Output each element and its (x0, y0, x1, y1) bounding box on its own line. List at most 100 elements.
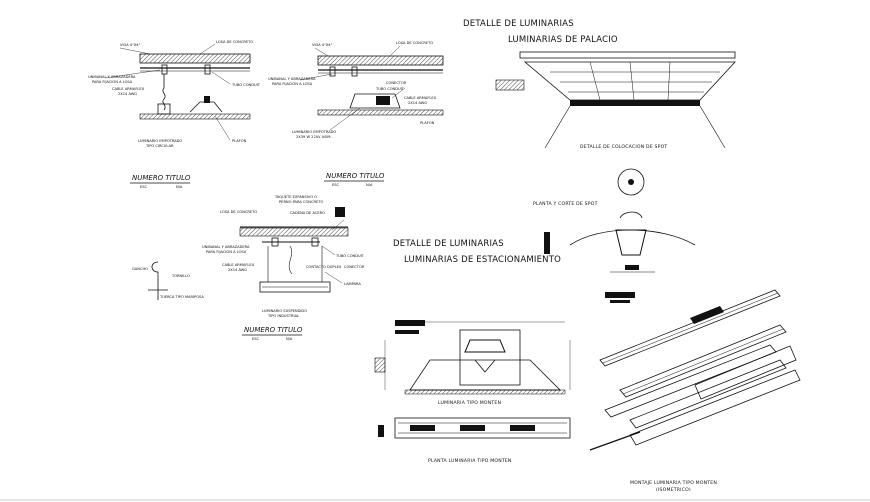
spot-section-top (619, 211, 643, 219)
section-b-losa-label: LOSA DE CONCRETO (396, 41, 433, 45)
section-a-cable-label: CABLE ARMAFLEX (112, 87, 145, 91)
section-c-cable-sub: 2X14 AWG (228, 268, 247, 272)
spot-section (544, 211, 696, 303)
section-b-leader-5 (329, 107, 361, 131)
monten-plan-lamp-1 (410, 425, 435, 431)
section-a-detail: VIGA 4"X4" LOSA DE CONCRETO UNIBANAL Y A… (88, 40, 261, 189)
section-b-detail: VIGA 4"X4" LOSA DE CONCRETO UNIBANAL Y A… (268, 41, 444, 187)
section-c-luminario-label: LUMINARIO SUSPENDIDO (262, 309, 307, 313)
section-c-leader-3 (324, 271, 343, 284)
section-a-na: N/A (176, 185, 183, 189)
section-b-tubo-label: TUBO CONDUIT (375, 87, 405, 91)
monten-iso-sub: (ISOMETRICO) (656, 487, 691, 493)
section-c-title: NUMERO TITULO (244, 326, 303, 334)
section-a-box (157, 103, 171, 115)
section-b-esc: ESC (332, 183, 340, 187)
section-a-unibanal-sub: PARA FIJACION A LOSA (92, 80, 133, 84)
estacionamiento-title: DETALLE DE LUMINARIAS (393, 239, 504, 249)
section-b-leader-3 (299, 73, 333, 81)
section-b-clamp-2 (351, 66, 358, 77)
palacio-coffer (523, 61, 736, 101)
section-c-tornillo-label: TORNILLO (171, 274, 190, 278)
section-a-viga-label: VIGA 4"X4" (120, 43, 141, 47)
section-b-unibanal-label: UNIBANAL Y ABRAZADERA (268, 77, 316, 81)
section-a-tubo-label: TUBO CONDUIT (231, 83, 261, 87)
section-c-leader-2 (321, 245, 336, 256)
monten-housing (409, 359, 561, 391)
section-c-luminario-sub: TIPO INDUSTRIAL (267, 314, 299, 318)
palacio-rib-1 (589, 61, 601, 101)
section-b-plafon-label: PLAFON (420, 121, 435, 125)
section-c-clamp (271, 237, 279, 247)
section-c-taquete-sub: PERNO PARA CONCRETO (279, 200, 323, 204)
hook-shape (151, 261, 159, 290)
spot-plan-circle (617, 168, 645, 196)
estacionamiento-subtitle: LUMINARIAS DE ESTACIONAMIENTO (404, 255, 561, 265)
iso-lamp-2 (629, 359, 787, 429)
section-a-luminario-label: LUMINARIO EMPOTRADO (138, 139, 182, 143)
monten-plan-tag (378, 425, 384, 437)
section-b-slab (317, 55, 444, 66)
section-a-clamp-2 (204, 64, 211, 75)
monten-reflector (474, 359, 496, 373)
section-b-fixture (349, 93, 401, 109)
section-a-plafon-label: PLAFON (232, 139, 247, 143)
section-c-gancho-label: GANCHO (132, 267, 148, 271)
spot-plan-center (628, 179, 634, 185)
section-b-title: NUMERO TITULO (326, 172, 385, 180)
palacio-plan-caption: PLANTA Y CORTE DE SPOT (533, 201, 598, 207)
monten-frame (459, 329, 521, 386)
monten-planta-caption: PLANTA LUMINARIA TIPO MONTEN (428, 458, 512, 464)
section-c-cable-label: CABLE ARMAFLEX (222, 263, 255, 267)
section-c-detail: TAQUETE EXPANSIVO O PERNO PARA CONCRETO … (132, 195, 365, 341)
section-c-na: N/A (286, 337, 293, 341)
section-a-cable-sub: 2X14 AWG (118, 92, 137, 96)
section-c-unibanal-label: UNIBANAL Y ABRAZADERA (202, 245, 250, 249)
section-b-fixture-core (376, 96, 390, 105)
section-c-unibanal-sub: PARA FIJACION A LOSA (206, 250, 247, 254)
palacio-subtitle: LUMINARIAS DE PALACIO (508, 35, 618, 45)
section-c-losa-label: LOSA DE CONCRETO (220, 210, 257, 214)
section-c-fixture (259, 281, 331, 293)
monten-isometric: MONTAJE LUMINARIA TIPO MONTEN (ISOMETRIC… (589, 289, 801, 493)
section-b-na: N/A (366, 183, 373, 187)
section-c-clamp-2 (311, 237, 319, 247)
section-c-conector-label: CONECTOR (344, 265, 365, 269)
iso-channel-2 (619, 324, 787, 398)
palacio-side-block (495, 79, 525, 91)
section-b-leader-4 (391, 87, 406, 99)
palacio-rib-2 (629, 61, 635, 101)
palacio-title: DETALLE DE LUMINARIAS (463, 19, 574, 29)
section-a-title: NUMERO TITULO (132, 174, 191, 182)
monten-tag-1 (395, 320, 425, 326)
section-c-lampara-label: LAMPARA (344, 282, 361, 286)
section-c-cable (288, 245, 293, 275)
section-c-anchor (335, 207, 345, 217)
section-a-lamp (204, 96, 210, 103)
monten-section: LUMINARIA TIPO MONTEN PLANTA LUMINARIA T… (374, 320, 571, 464)
section-c-taquete-label: TAQUETE EXPANSIVO O (274, 195, 317, 199)
section-b-clamp (329, 66, 336, 77)
section-b-ceiling (317, 109, 444, 116)
monten-base-hatch (404, 389, 566, 395)
section-a-unibanal-label: UNIBANAL Y ABRAZADERA (88, 75, 136, 79)
iso-channel-1-inner (602, 292, 779, 364)
section-c-leader (331, 219, 345, 231)
spot-section-post (544, 232, 550, 254)
palacio-box (570, 100, 700, 106)
palacio-ceiling-slab (519, 51, 736, 59)
section-c-hook-detail: GANCHO TORNILLO TUERCA TIPO MARIPOSA (132, 261, 204, 300)
section-a-fixture (189, 101, 223, 113)
section-c-tuerca-label: TUERCA TIPO MARIPOSA (159, 295, 204, 299)
spot-section-arc (569, 229, 696, 246)
section-b-unibanal-sub: PARA FIJACION A LOSA (272, 82, 313, 86)
section-c-tubo-label: TUBO CONDUIT (335, 254, 365, 258)
section-c-cadena-label: CADENA DE ACERO (290, 211, 325, 215)
monten-iso-caption: MONTAJE LUMINARIA TIPO MONTEN (630, 480, 717, 486)
section-a-leader-4 (104, 69, 161, 79)
section-a-losa-label: LOSA DE CONCRETO (216, 40, 253, 44)
section-b-luminario-sub: 2X39 W 220V ASIM. (296, 135, 332, 139)
monten-plan-lamp-3 (510, 425, 535, 431)
palacio-light-cone (544, 105, 726, 149)
monten-lamp (464, 339, 506, 353)
